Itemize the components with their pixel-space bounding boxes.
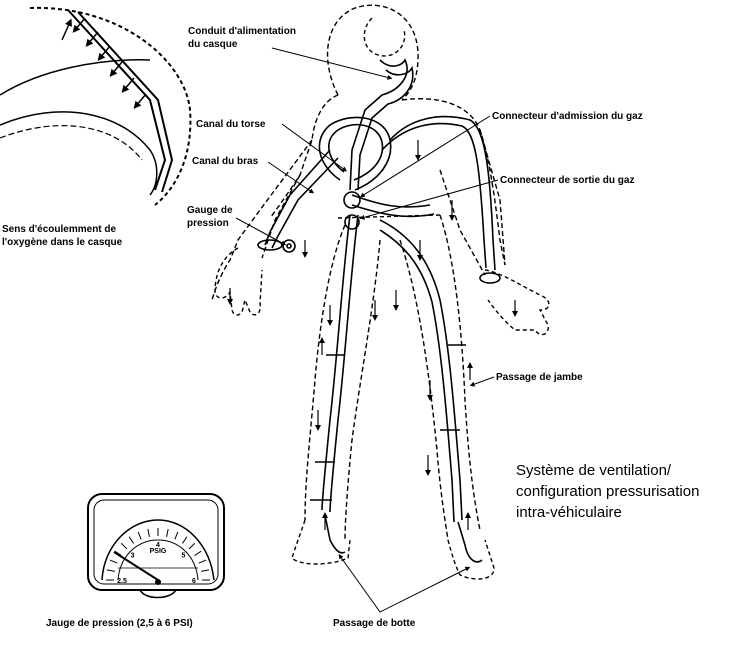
pressure-gauge-drawing: PSIG 2.5 3 4 5 6 [87, 493, 225, 599]
torso-duct-label: Canal du torse [196, 119, 266, 130]
leg-passage-label: Passage de jambe [496, 372, 583, 383]
pressure-gauge-label-line1: Gauge de [187, 205, 233, 216]
gauge-tick [188, 542, 196, 550]
gauge-tick [174, 531, 179, 540]
gauge-tick [114, 550, 122, 556]
gauge-tick [194, 550, 202, 556]
gauge-tick [166, 528, 169, 537]
gauge-caption: Jauge de pression (2,5 à 6 PSI) [46, 618, 193, 629]
gauge-tick [106, 569, 115, 572]
gauge-tick [198, 559, 207, 564]
helmet-detail [0, 6, 192, 206]
gauge-tick [137, 531, 142, 540]
gauge-tick [201, 569, 210, 572]
gauge-tick-label: 6 [192, 578, 196, 585]
suit-figure [211, 4, 550, 580]
boot-passage-label: Passage de botte [333, 618, 416, 629]
gauge-tick-label: 5 [182, 553, 186, 560]
ventilation-ducts [257, 58, 501, 563]
gauge-unit-label: PSIG [150, 548, 167, 555]
oxygen-flow-label-line1: Sens d'écoulemment de [2, 224, 117, 235]
helmet-duct-label-line2: du casque [188, 39, 238, 50]
gauge-tick-label: 3 [131, 553, 135, 560]
arm-duct-label: Canal du bras [192, 156, 259, 167]
gauge-tick [147, 528, 150, 537]
diagram-title-line1: Système de ventilation/ [516, 462, 672, 479]
leader-lines [235, 47, 499, 613]
gauge-tick [120, 542, 128, 550]
diagram-title: Système de ventilation/ configuration pr… [516, 460, 699, 523]
helmet-duct-label-line1: Conduit d'alimentation [188, 26, 296, 37]
diagram-title-line2: configuration pressurisation [516, 483, 700, 500]
gauge-tick-label: 2.5 [117, 578, 127, 585]
gauge-tick [182, 536, 188, 544]
pressure-gauge-label-line2: pression [187, 218, 229, 229]
flow-arrows [227, 140, 518, 530]
gauge-tick-label: 4 [156, 542, 160, 549]
gauge-tick [109, 559, 118, 564]
gas-outlet-label: Connecteur de sortie du gaz [500, 175, 635, 186]
gauge-tick [128, 536, 134, 544]
gas-inlet-label: Connecteur d'admission du gaz [492, 111, 643, 122]
diagram-title-line3: intra-véhiculaire [516, 504, 622, 521]
oxygen-flow-label: Sens d'écoulemment de l'oxygène dans le … [2, 223, 122, 249]
helmet-duct-label: Conduit d'alimentation du casque [188, 25, 296, 51]
pressure-gauge-label: Gauge de pression [187, 204, 233, 230]
oxygen-flow-label-line2: l'oxygène dans le casque [2, 237, 123, 248]
